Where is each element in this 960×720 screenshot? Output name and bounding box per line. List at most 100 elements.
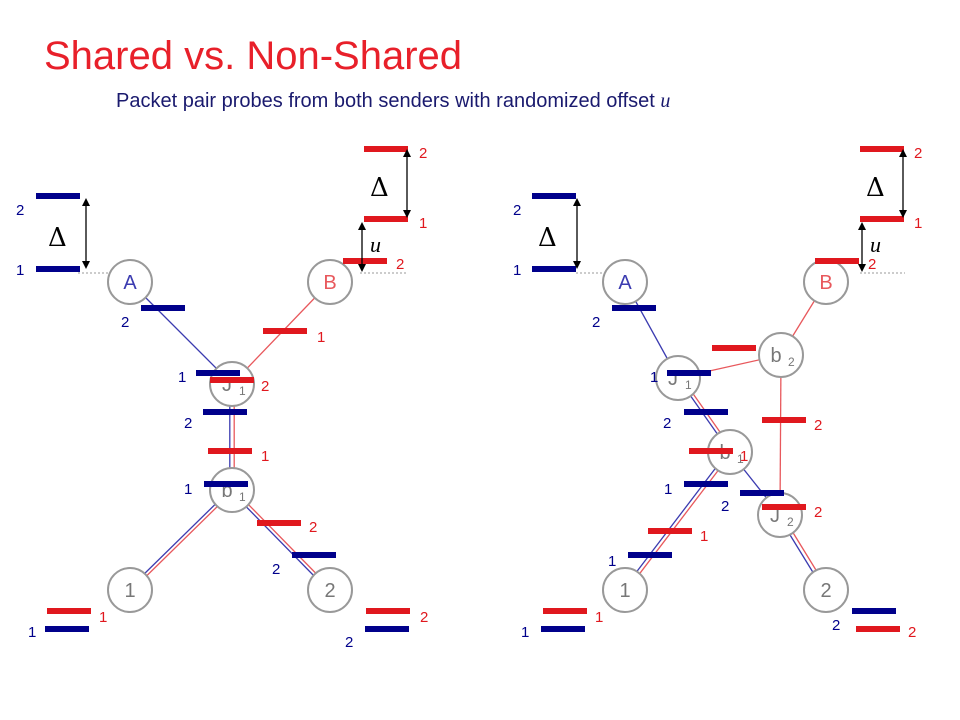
shared-r1-a-probe-1: [45, 626, 89, 632]
ns-a-link-probe-2: [612, 305, 656, 311]
ns-r1-a-probe-1: [541, 626, 585, 632]
ns-a-delta-arrow-head-up: [573, 198, 581, 206]
shared-b-offset-probe-2: [343, 258, 387, 264]
ns-b-probe-2: [860, 146, 904, 152]
ns-a-label-2: 2: [513, 202, 521, 219]
ns-r2-b-probe-2: [856, 626, 900, 632]
bottleneck-1-label: b: [221, 480, 232, 502]
ns-b1-a-probe-1: [684, 481, 728, 487]
sender-b-circle: [307, 259, 353, 305]
shared-a-link-probe-2: [141, 305, 185, 311]
shared-mid-a-label-2: 2: [184, 415, 192, 432]
junction-1-subscript: 1: [239, 384, 246, 398]
ns-b-delta-arrow-head-down: [899, 210, 907, 218]
ns-r1-b-probe-1: [543, 608, 587, 614]
shared-offset-symbol: u: [370, 232, 381, 257]
receiver-1-circle: [107, 567, 153, 613]
shared-r2-final-a-probe-2: [365, 626, 409, 632]
ns-link-b1-r1-path-b: [626, 451, 733, 591]
junction-1-circle: [655, 355, 701, 401]
junction-2-label: J: [770, 505, 780, 527]
ns-b-label-1: 1: [914, 215, 922, 232]
shared-a-link-label-2: 2: [121, 314, 129, 331]
shared-link-a-j1: [129, 281, 233, 385]
ns-b-delta-symbol: Δ: [866, 173, 885, 203]
shared-b-delta-symbol: Δ: [370, 173, 389, 203]
ns-a-probe-1: [532, 266, 576, 272]
bottleneck-1-circle: [209, 467, 255, 513]
shared-r2-b-probe-2: [257, 520, 301, 526]
ns-j1-a-label-1: 1: [650, 369, 658, 386]
receiver-2-circle: [307, 567, 353, 613]
sender-b-label: B: [323, 272, 336, 294]
ns-offset-arrow-head-down: [858, 264, 866, 272]
node-receiver-1-L: 1: [107, 567, 153, 613]
ns-link-b1-r1-path-a: [622, 451, 729, 591]
bottleneck-2-label: b: [770, 345, 781, 367]
ns-j1-a-probe-1: [667, 370, 711, 376]
shared-r2-a-probe-2: [292, 552, 336, 558]
ns-a-probe-2: [532, 193, 576, 199]
ns-r1-link-b-label-1: 1: [700, 528, 708, 545]
shared-mid-a-probe-2: [203, 409, 247, 415]
shared-b-probe-2: [364, 146, 408, 152]
shared-a-delta-symbol: Δ: [48, 223, 67, 253]
sender-a-circle: [602, 259, 648, 305]
shared-r2-final-a-label-2: 2: [345, 634, 353, 651]
shared-r1-a-label-1: 1: [28, 624, 36, 641]
sender-a-label: A: [123, 272, 137, 294]
ns-j2-b-label-2: 2: [814, 504, 822, 521]
shared-j1-b-label-2: 2: [261, 378, 269, 395]
receiver-2-circle: [803, 567, 849, 613]
shared-r2-b-label-2: 2: [309, 519, 317, 536]
ns-a-label-1: 1: [513, 262, 521, 279]
bottleneck-1-subscript: 1: [239, 490, 246, 504]
junction-1-label: J: [668, 368, 678, 390]
junction-1-label: J: [222, 374, 232, 396]
shared-a-label-2: 2: [16, 202, 24, 219]
node-sender-a-L: A: [107, 259, 153, 305]
junction-1-subscript: 1: [685, 378, 692, 392]
ns-offset-symbol: u: [870, 232, 881, 257]
node-receiver-2-R: 2: [803, 567, 849, 613]
ns-b1-a-label-1: 1: [664, 481, 672, 498]
sender-a-circle: [107, 259, 153, 305]
ns-b2j2-b-probe-2: [762, 417, 806, 423]
receiver-2-label: 2: [324, 580, 335, 602]
ns-r2-a-probe-2: [852, 608, 896, 614]
receiver-1-label: 1: [619, 580, 630, 602]
node-sender-b-L: B: [307, 259, 353, 305]
receiver-2-label: 2: [820, 580, 831, 602]
ns-r1-link-b-probe-1: [648, 528, 692, 534]
receiver-1-label: 1: [124, 580, 135, 602]
bottleneck-1-subscript: 1: [737, 452, 744, 466]
shared-b-label-2: 2: [419, 145, 427, 162]
shared-r1-b-probe-1: [47, 608, 91, 614]
sender-b-label: B: [819, 272, 832, 294]
ns-r2-a-label-2: 2: [832, 617, 840, 634]
slide-subtitle: Packet pair probes from both senders wit…: [116, 90, 670, 113]
ns-a-delta-symbol: Δ: [538, 223, 557, 253]
shared-b-link-probe-1: [263, 328, 307, 334]
shared-b-label-1: 1: [419, 215, 427, 232]
subtitle-text: Packet pair probes from both senders wit…: [116, 90, 655, 112]
ns-b-label-2: 2: [914, 145, 922, 162]
shared-j1-a-label-1: 1: [178, 369, 186, 386]
shared-r1-b-label-1: 1: [99, 609, 107, 626]
ns-j2-a-probe-2: [740, 490, 784, 496]
shared-a-probe-2: [36, 193, 80, 199]
shared-r2-final-b-probe-2: [366, 608, 410, 614]
ns-b-delta-arrow-head-up: [899, 149, 907, 157]
ns-j2-a-label-2: 2: [721, 498, 729, 515]
ns-r2-b-label-2: 2: [908, 624, 916, 641]
ns-b-offset-probe-2: [815, 258, 859, 264]
ns-b1-b-label-1: 1: [740, 448, 748, 465]
receiver-1-circle: [602, 567, 648, 613]
ns-r1-link-a-label-1: 1: [608, 553, 616, 570]
bottleneck-2-subscript: 2: [788, 355, 795, 369]
